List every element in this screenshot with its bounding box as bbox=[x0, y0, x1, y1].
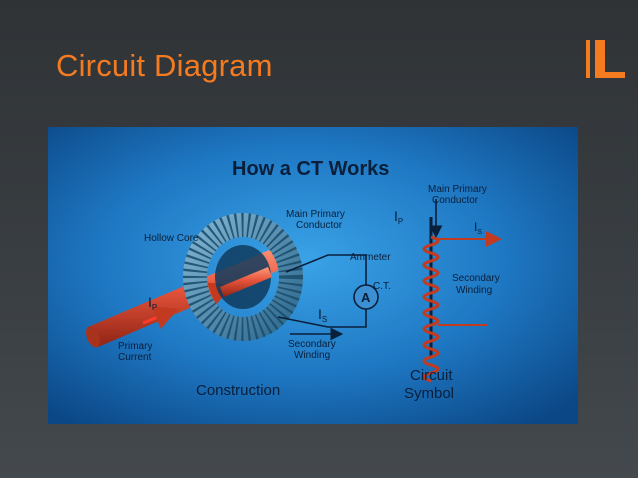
main-primary-label-right-1: Main Primary bbox=[428, 184, 487, 195]
ammeter-label: Ammeter bbox=[350, 252, 391, 263]
secondary-winding-right-2: Winding bbox=[456, 285, 492, 296]
diagram-background bbox=[48, 127, 578, 424]
primary-current-label-2: Current bbox=[118, 352, 152, 363]
secondary-winding-right-1: Secondary bbox=[452, 273, 500, 284]
secondary-winding-left-2: Winding bbox=[294, 350, 330, 361]
circuit-symbol-label-2: Symbol bbox=[404, 385, 454, 402]
diagram-heading: How a CT Works bbox=[232, 158, 389, 180]
ct-label: C.T. bbox=[373, 281, 391, 292]
is-label-symbol: IS bbox=[474, 220, 482, 236]
circuit-symbol-label-1: Circuit bbox=[410, 367, 453, 384]
ct-coil bbox=[422, 235, 440, 383]
ip-label-construction: IP bbox=[148, 294, 157, 312]
primary-current-label-1: Primary bbox=[118, 341, 152, 352]
main-primary-label-left-2: Conductor bbox=[296, 220, 343, 231]
main-primary-label-left-1: Main Primary bbox=[286, 209, 345, 220]
ct-diagram: How a CT Works A Ammeter bbox=[48, 127, 578, 424]
secondary-leads bbox=[277, 254, 367, 328]
hollow-core-toroid bbox=[183, 213, 303, 341]
ammeter: A bbox=[353, 284, 379, 310]
slide-title: Circuit Diagram bbox=[56, 48, 273, 83]
hollow-core-label: Hollow Core bbox=[144, 233, 199, 244]
corner-logo bbox=[586, 40, 626, 80]
ammeter-symbol: A bbox=[361, 290, 371, 305]
is-label-construction: IS bbox=[318, 306, 327, 324]
secondary-winding-left-1: Secondary bbox=[288, 339, 336, 350]
construction-label: Construction bbox=[196, 382, 280, 399]
main-primary-label-right-2: Conductor bbox=[432, 195, 479, 206]
ip-label-symbol: IP bbox=[394, 208, 403, 226]
